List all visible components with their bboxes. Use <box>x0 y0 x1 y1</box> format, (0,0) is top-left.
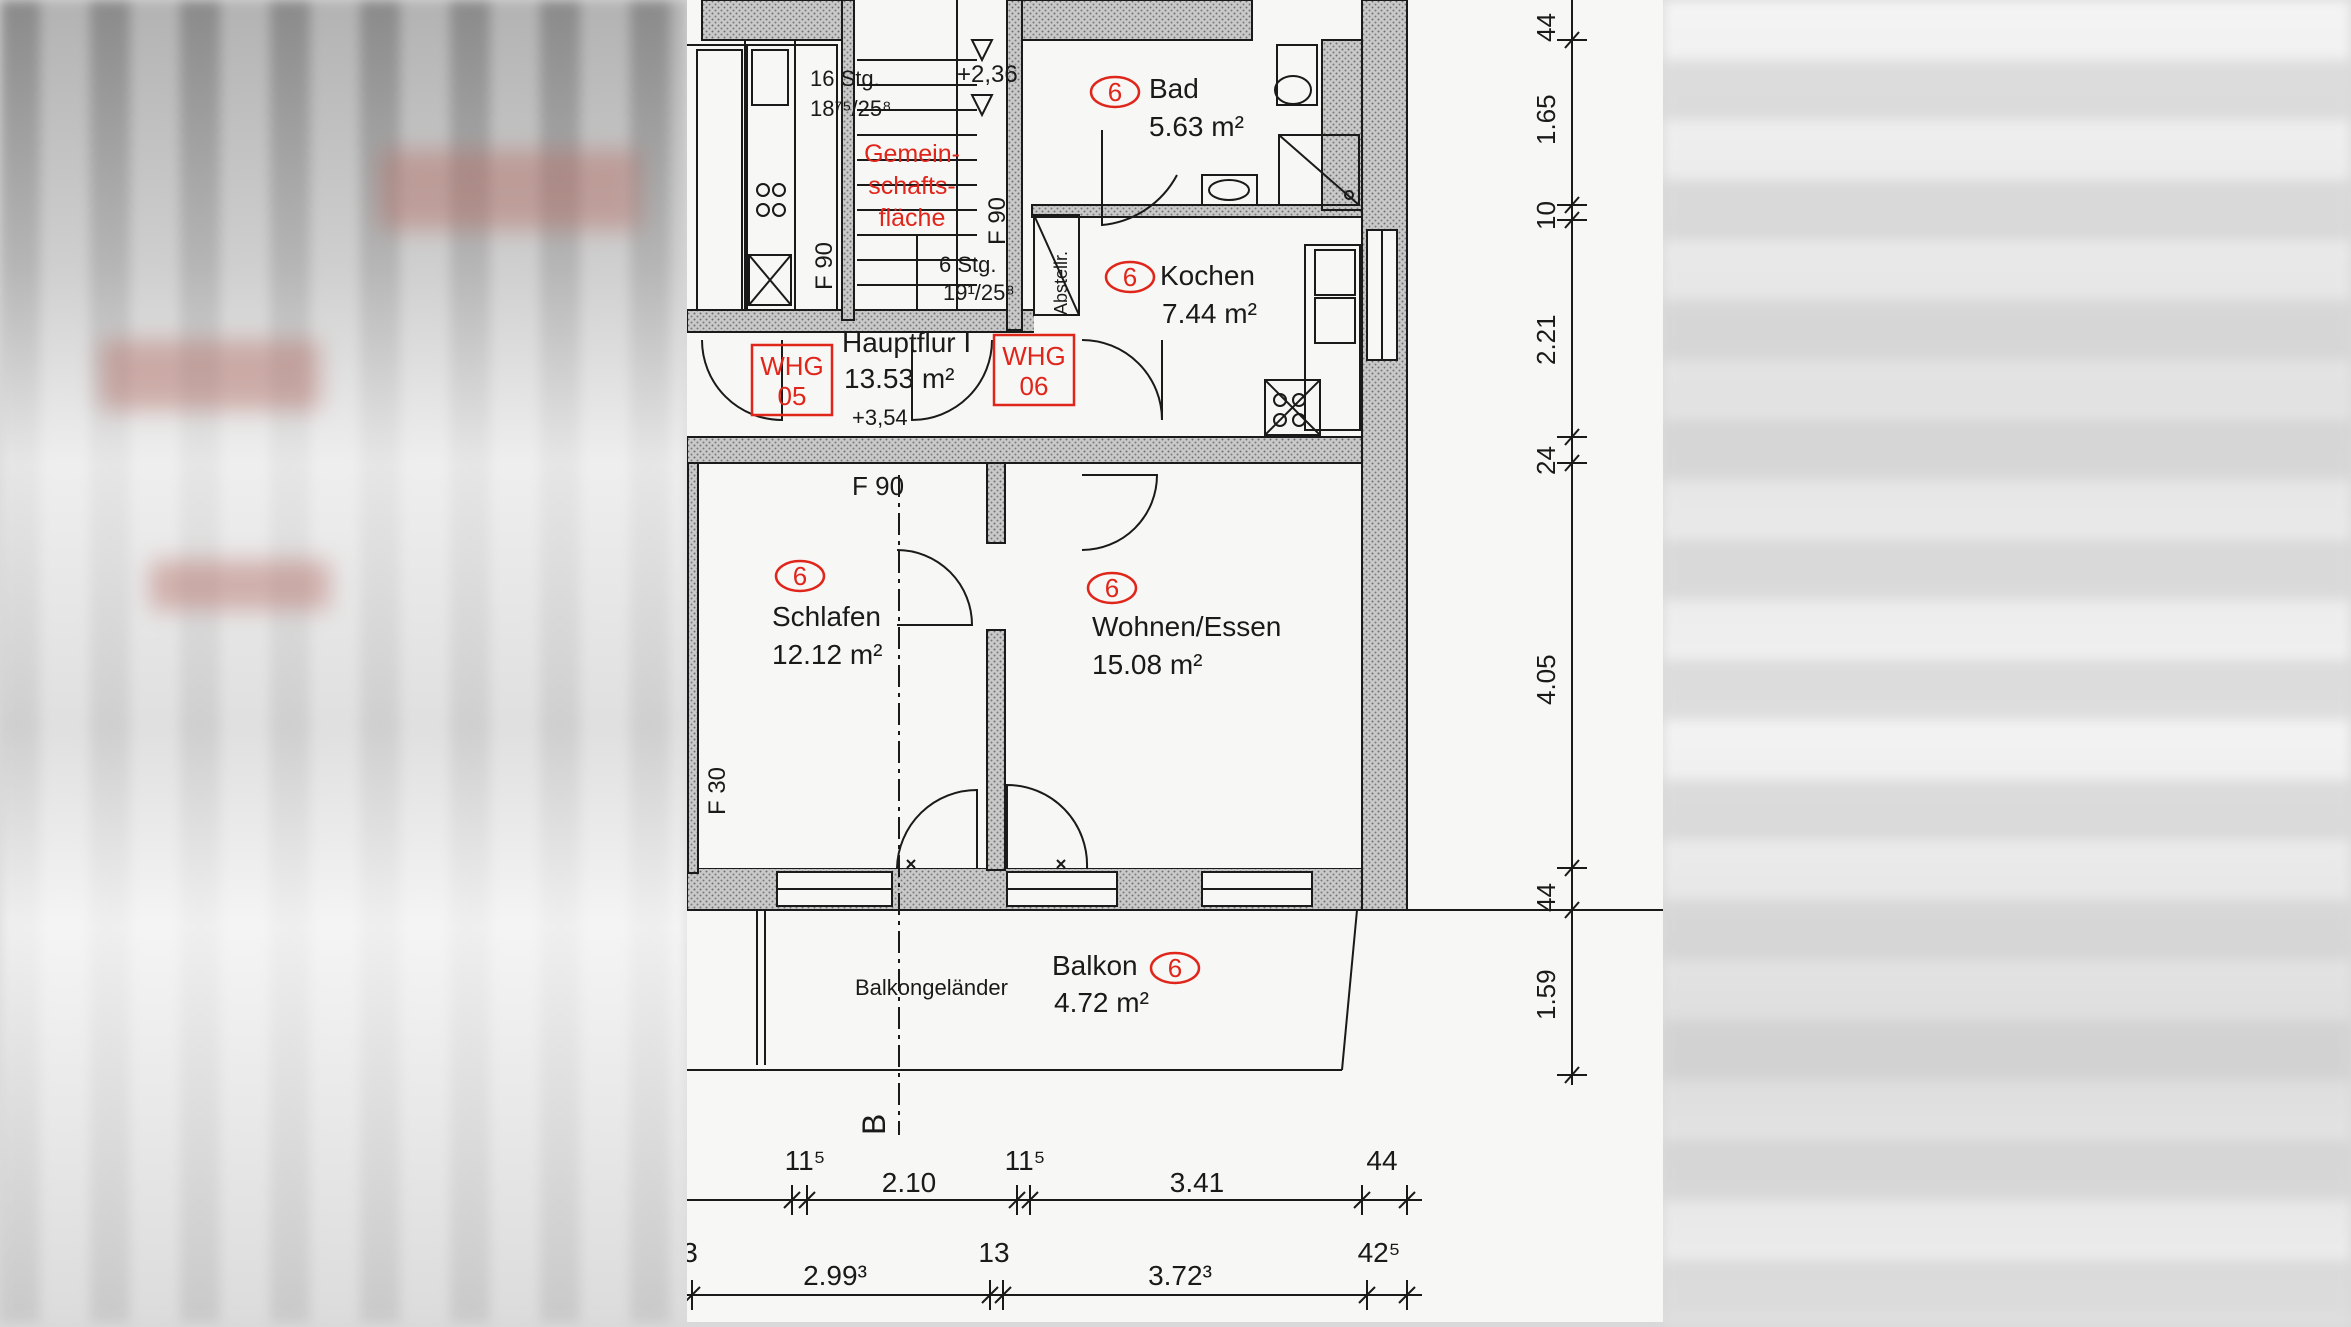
bottom-dimension-chains <box>683 1185 1422 1310</box>
dim-bottom1-1: 2.10 <box>882 1167 937 1198</box>
kitchen-fixtures <box>1264 244 1361 436</box>
dim-bottom2-2: 13 <box>978 1237 1009 1268</box>
stairs-upper-steps: 16 Stg. <box>810 66 880 91</box>
bottom-dimension-values: 11⁵ 2.10 11⁵ 3.41 44 3 2.99³ 13 3.72³ 42… <box>682 1145 1401 1291</box>
kochen-area: 7.44 m² <box>1162 298 1257 329</box>
dim-right-4: 24 <box>1531 446 1561 475</box>
dim-right-1: 1.65 <box>1531 94 1561 145</box>
dim-bottom2-1: 2.99³ <box>803 1260 867 1291</box>
dim-bottom2-4: 42⁵ <box>1358 1237 1401 1268</box>
railing-label: Balkongeländer <box>855 975 1008 1000</box>
right-dimension-values: 44 1.65 10 2.21 24 4.05 44 1.59 <box>1531 13 1561 1020</box>
fire-rating-stair-label: F 90 <box>811 242 838 290</box>
dim-right-0: 44 <box>1531 13 1561 42</box>
fire-rating-core-label: F 90 <box>984 197 1011 245</box>
bad-name: Bad <box>1149 73 1199 104</box>
bathroom-fixtures <box>1201 44 1360 206</box>
common-area-line1: Gemein- <box>864 140 960 168</box>
bad-area: 5.63 m² <box>1149 111 1244 142</box>
dim-bottom1-0: 11⁵ <box>785 1145 826 1176</box>
storage-label: Abstellr. <box>1051 251 1071 315</box>
dim-right-5: 4.05 <box>1531 654 1561 705</box>
windows <box>776 229 1398 907</box>
kochen-name: Kochen <box>1160 260 1255 291</box>
whg06-line1: WHG <box>1002 341 1066 371</box>
blurred-background-left <box>0 0 687 1322</box>
common-area-line2: schafts- <box>868 172 956 200</box>
section-marker: B <box>856 1114 892 1135</box>
room-labels: Bad 5.63 m² Kochen 7.44 m² Hauptflur I 1… <box>772 73 1281 1018</box>
fire-rating-corridor: F 90 <box>852 471 904 501</box>
floor-plan: 6 6 6 6 6 WHG 05 WHG 06 Gemein- schafts-… <box>682 0 1663 1322</box>
wohnen-area: 15.08 m² <box>1092 649 1203 680</box>
balkon-area: 4.72 m² <box>1054 987 1149 1018</box>
stairs-lower-ratio: 19¹/25⁸ <box>943 280 1015 305</box>
balkon-name: Balkon <box>1052 950 1138 981</box>
dim-bottom1-2: 11⁵ <box>1005 1145 1046 1176</box>
schlafen-name: Schlafen <box>772 601 881 632</box>
hauptflur-name: Hauptflur I <box>842 327 971 358</box>
kitchen-counter-left <box>744 39 796 311</box>
level-top: +2,36 <box>957 61 1018 88</box>
stairs-lower-steps: 6 Stg. <box>939 252 996 277</box>
balcony-outline <box>687 909 1358 1071</box>
kochen-tag: 6 <box>1123 262 1137 292</box>
wohnen-tag: 6 <box>1105 573 1119 603</box>
dim-right-2: 10 <box>1531 201 1561 230</box>
bad-tag: 6 <box>1108 77 1122 107</box>
hauptflur-area: 13.53 m² <box>844 363 955 394</box>
room-tag-markers <box>750 75 1201 985</box>
schlafen-area: 12.12 m² <box>772 639 883 670</box>
dim-bottom2-3: 3.72³ <box>1148 1260 1212 1291</box>
right-dimension-chain <box>1407 0 1663 1085</box>
storage-closet <box>1033 214 1080 316</box>
whg06-line2: 06 <box>1020 371 1049 401</box>
fire-rating-f30-label: F 30 <box>704 767 731 815</box>
stairs-upper-ratio: 18⁷⁵/25⁸ <box>810 96 891 121</box>
floor-plan-drawing: 6 6 6 6 6 WHG 05 WHG 06 Gemein- schafts-… <box>682 0 1663 1310</box>
dim-bottom1-4: 44 <box>1366 1145 1397 1176</box>
whg05-line1: WHG <box>760 351 824 381</box>
dim-right-3: 2.21 <box>1531 314 1561 365</box>
balkon-tag: 6 <box>1168 953 1182 983</box>
dim-right-7: 1.59 <box>1531 969 1561 1020</box>
whg05-line2: 05 <box>778 381 807 411</box>
stairs <box>687 0 994 311</box>
annotations: 16 Stg. 18⁷⁵/25⁸ 6 Stg. 19¹/25⁸ +2,36 +3… <box>810 61 1018 1000</box>
dim-bottom1-3: 3.41 <box>1170 1167 1225 1198</box>
wohnen-name: Wohnen/Essen <box>1092 611 1281 642</box>
blurred-background-right <box>1663 0 2351 1322</box>
level-floor: +3,54 <box>852 405 908 430</box>
room-tag-texts: 6 6 6 6 6 WHG 05 WHG 06 Gemein- schafts-… <box>760 77 1182 983</box>
dim-bottom2-0: 3 <box>687 1237 698 1268</box>
schlafen-tag: 6 <box>793 561 807 591</box>
dim-right-6: 44 <box>1531 883 1561 912</box>
door-arcs <box>701 130 1178 869</box>
common-area-line3: fläche <box>879 204 946 232</box>
